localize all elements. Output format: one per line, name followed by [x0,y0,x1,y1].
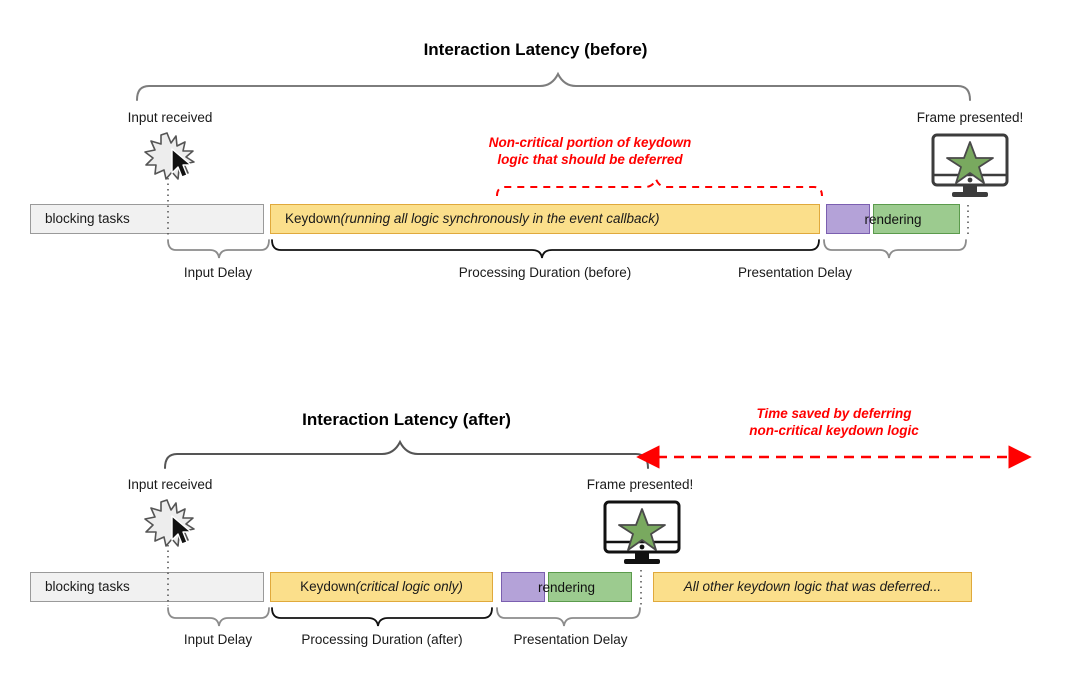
before-frame-monitor-group [925,133,1015,205]
before-bar-keydown[interactable]: Keydown (running all logic synchronously… [270,204,820,234]
before-input-burst-group [142,130,202,182]
after-bar-deferred-logic[interactable]: All other keydown logic that was deferre… [653,572,972,602]
before-frame-presented-label: Frame presented! [916,110,1024,125]
before-brace-label-presentation: Presentation Delay [737,265,853,280]
after-frame-monitor-group [597,500,687,572]
after-brace-presentation [496,607,641,627]
before-brace-label-input-delay: Input Delay [183,265,253,280]
before-bar-keydown-detail: (running all logic synchronously in the … [340,211,660,227]
after-input-burst-group [142,497,202,549]
mouse-cursor-icon [171,515,192,545]
before-brace-presentation [823,239,967,259]
before-red-annotation-line1: Non-critical portion of keydown [488,135,692,150]
mouse-cursor-icon [171,148,192,178]
star-icon [618,508,666,551]
after-brace-input-delay [167,607,270,627]
after-top-brace [164,439,649,469]
after-bar-presentation-green[interactable] [548,572,632,602]
after-red-annotation: Time saved by deferring non-critical key… [614,405,1054,440]
after-brace-label-presentation: Presentation Delay [513,632,628,647]
after-input-received-label: Input received [127,477,213,492]
after-frame-presented-label: Frame presented! [586,477,694,492]
after-bar-blocking-tasks[interactable]: blocking tasks [30,572,264,602]
before-brace-label-processing: Processing Duration (before) [458,265,632,280]
before-diagram-title: Interaction Latency (before) [423,40,648,59]
before-bar-blocking-tasks-label: blocking tasks [45,211,130,227]
before-input-received-label: Input received [127,110,213,125]
after-brace-processing [271,607,493,627]
after-bar-keydown[interactable]: Keydown (critical logic only) [270,572,493,602]
after-bar-keydown-label: Keydown [300,579,356,595]
after-bar-blocking-tasks-label: blocking tasks [45,579,130,595]
before-brace-processing [271,239,820,259]
before-bar-presentation-purple[interactable] [826,204,870,234]
after-bar-deferred-logic-label: All other keydown logic that was deferre… [683,579,942,595]
before-red-annotation-line2: logic that should be deferred [497,152,683,168]
after-red-annotation-line2: non-critical keydown logic [749,423,919,439]
before-bar-keydown-label: Keydown [285,211,341,227]
before-top-brace [136,71,971,101]
before-bar-blocking-tasks[interactable]: blocking tasks [30,204,264,234]
after-brace-label-processing: Processing Duration (after) [301,632,463,647]
before-red-dashed-brace [496,176,823,197]
before-brace-input-delay [167,239,270,259]
after-bar-keydown-detail: (critical logic only) [355,579,463,595]
monitor-icon [931,133,1009,197]
star-icon [946,141,994,184]
after-brace-label-input-delay: Input Delay [183,632,253,647]
monitor-icon [603,500,681,564]
before-bar-presentation-green[interactable] [873,204,960,234]
after-bar-presentation-purple[interactable] [501,572,545,602]
after-diagram-title: Interaction Latency (after) [302,410,511,429]
before-red-annotation: Non-critical portion of keydown logic th… [370,134,810,169]
after-red-annotation-line1: Time saved by deferring [756,406,912,421]
